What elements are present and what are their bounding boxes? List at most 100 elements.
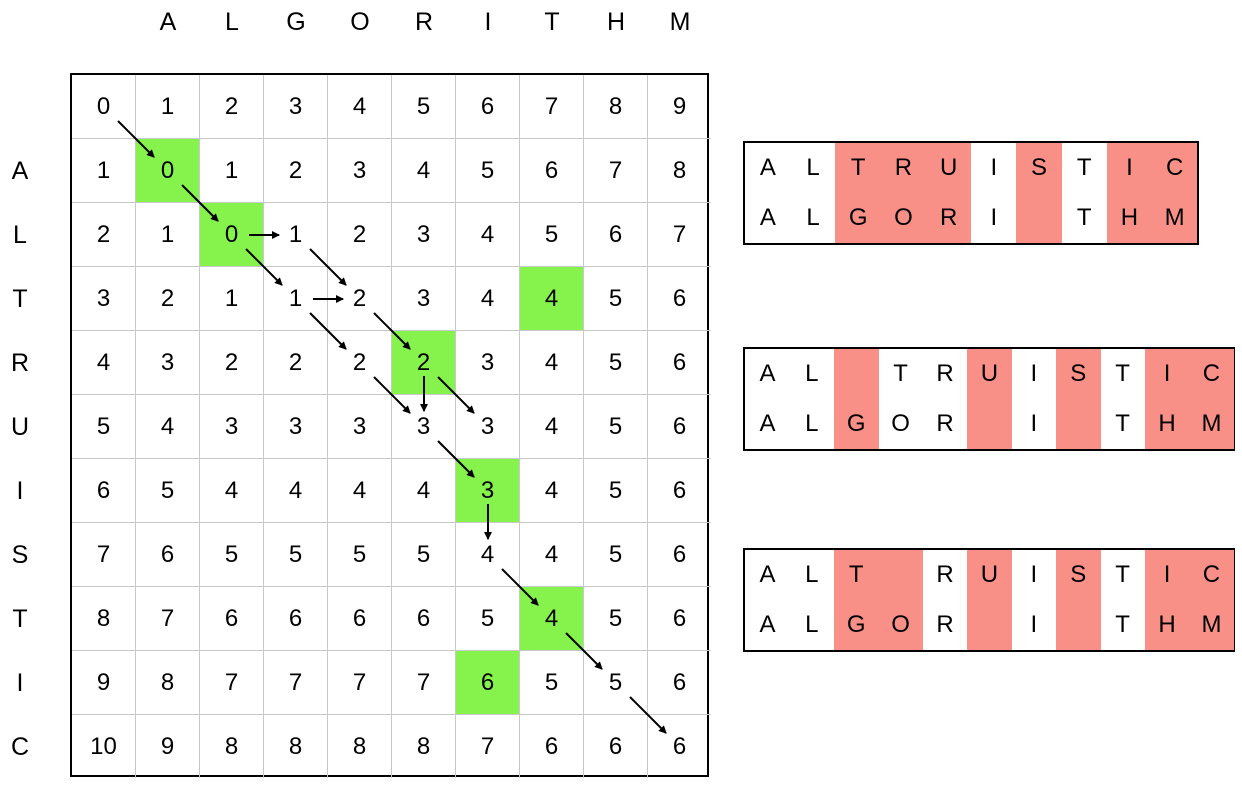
matrix-cell: 8 [72, 587, 136, 651]
alignment-top-char: I [1030, 561, 1038, 588]
matrix-cell: 1 [136, 203, 200, 267]
matrix-cell: 6 [456, 651, 520, 715]
alignment-bottom-char [1055, 600, 1101, 650]
matrix-cell: 3 [328, 395, 392, 459]
matrix-cell: 6 [584, 203, 648, 267]
alignment-top-char: T [893, 360, 908, 387]
alignment-bottom-char: G [835, 193, 882, 243]
alignment-bottom-char: G [833, 600, 879, 650]
matrix-cell: 9 [136, 715, 200, 778]
matrix-cell: 4 [200, 459, 264, 523]
row-label-i: I [16, 669, 24, 697]
matrix-cell: 0 [72, 75, 136, 139]
matrix-cell: 5 [584, 523, 648, 587]
row-label-r: R [10, 349, 30, 377]
alignment-bottom-char: M [1151, 193, 1198, 243]
matrix-cell: 8 [200, 715, 264, 778]
matrix-cell: 6 [648, 395, 711, 459]
alignment-top-char: A [759, 154, 776, 181]
matrix-cell: 7 [648, 203, 711, 267]
alignment-top-char: A [759, 360, 776, 387]
matrix-cell: 1 [264, 267, 328, 331]
matrix-cell: 0 [136, 139, 200, 203]
column-header-t: T [544, 8, 560, 36]
alignment-bottom-char: G [833, 399, 879, 449]
row-label-t: T [12, 285, 28, 313]
alignment-top-char: C [1189, 349, 1234, 399]
matrix-cell: 8 [584, 75, 648, 139]
matrix-cell: 3 [392, 203, 456, 267]
column-header-m: M [669, 8, 691, 36]
matrix-cell: 4 [456, 267, 520, 331]
alignment-bottom-char: M [1189, 399, 1234, 449]
matrix-cell: 3 [328, 139, 392, 203]
matrix-cell: 0 [200, 203, 264, 267]
alignment-bottom-char: R [925, 193, 972, 243]
alignment-top-char: U [925, 143, 972, 193]
matrix-cell: 5 [584, 651, 648, 715]
matrix-cell: 4 [520, 395, 584, 459]
matrix-cell: 7 [456, 715, 520, 778]
alignment-top-char: T [1076, 154, 1092, 181]
matrix-cell: 4 [456, 523, 520, 587]
alignment-bottom-char: R [936, 611, 954, 638]
alignment-bottom-char: R [936, 410, 954, 437]
alignment-bottom-char: O [891, 410, 910, 437]
matrix-cell: 4 [328, 75, 392, 139]
matrix-cell: 5 [392, 75, 456, 139]
alignment-bottom-char: T [1115, 611, 1130, 638]
alignment-bottom-char: T [1076, 204, 1092, 231]
matrix-cell: 5 [584, 459, 648, 523]
matrix-cell: 3 [264, 75, 328, 139]
column-header-o: O [350, 8, 370, 36]
matrix-cell: 1 [200, 139, 264, 203]
alignment-bottom-char: M [1189, 600, 1234, 650]
matrix-cell: 6 [648, 651, 711, 715]
row-label-i: I [16, 477, 24, 505]
matrix-cell: 4 [392, 459, 456, 523]
alignment-bottom-char: O [880, 193, 927, 243]
alignment-bottom-char: A [759, 611, 776, 638]
matrix-cell: 6 [648, 523, 711, 587]
row-label-u: U [10, 413, 30, 441]
alignment-top-char [833, 349, 879, 399]
matrix-cell: 1 [200, 267, 264, 331]
matrix-cell: 4 [520, 523, 584, 587]
column-header-h: H [606, 8, 626, 36]
matrix-cell: 6 [520, 139, 584, 203]
matrix-cell: 7 [264, 651, 328, 715]
matrix-cell: 3 [264, 395, 328, 459]
matrix-cell: 8 [328, 715, 392, 778]
matrix-cell: 7 [584, 139, 648, 203]
alignment-bottom-char [967, 399, 1012, 449]
matrix-cell: 7 [136, 587, 200, 651]
alignment-top-char: C [1189, 550, 1234, 600]
alignment-bottom-char: H [1144, 600, 1190, 650]
alignment-bottom-char [1055, 399, 1101, 449]
matrix-cell: 4 [456, 203, 520, 267]
alignment-top-char: I [1144, 349, 1190, 399]
matrix-cell: 4 [520, 331, 584, 395]
matrix-cell: 8 [392, 715, 456, 778]
matrix-cell: 9 [72, 651, 136, 715]
matrix-cell: 3 [456, 459, 520, 523]
matrix-cell: 10 [72, 715, 136, 778]
matrix-cell: 5 [456, 139, 520, 203]
alignment-top-char: S [1055, 550, 1101, 600]
matrix-cell: 5 [200, 523, 264, 587]
column-header-l: L [225, 8, 239, 36]
matrix-cell: 1 [264, 203, 328, 267]
alignment-bottom-char: O [878, 600, 924, 650]
matrix-cell: 6 [328, 587, 392, 651]
matrix-cell: 3 [200, 395, 264, 459]
matrix-cell: 6 [672, 732, 687, 760]
alignment-bottom-char [967, 600, 1012, 650]
matrix-cell: 3 [392, 267, 456, 331]
matrix-cell: 8 [264, 715, 328, 778]
matrix-cell: 4 [520, 459, 584, 523]
row-label-t: T [12, 605, 28, 633]
matrix-cell: 7 [200, 651, 264, 715]
alignment-top-char: A [759, 561, 776, 588]
alignment-bottom-char: I [990, 204, 998, 231]
